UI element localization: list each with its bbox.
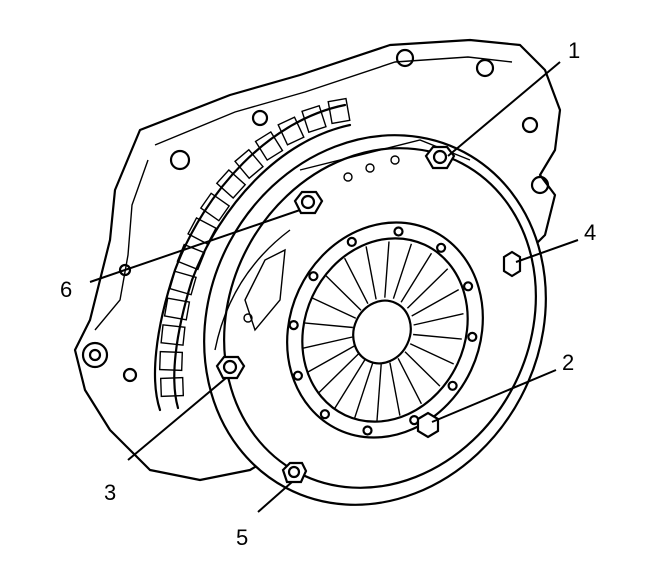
spring-finger (397, 357, 423, 405)
spring-rivet (463, 281, 474, 292)
leader-4 (515, 239, 579, 263)
bolt-1 (424, 145, 456, 170)
spring-rivet (467, 331, 478, 342)
spring-rivet (288, 320, 299, 331)
callout-3: 3 (104, 480, 116, 505)
spring-finger (400, 252, 433, 303)
spring-finger (302, 336, 353, 349)
bolt-6 (293, 190, 324, 215)
bolt-5 (281, 461, 308, 484)
spring-rivet (447, 380, 458, 391)
spring-finger (353, 363, 374, 419)
leader-6 (89, 209, 301, 283)
spring-finger (389, 362, 401, 416)
leader-lines (89, 61, 579, 513)
spring-finger (306, 345, 355, 374)
spring-finger (325, 275, 362, 311)
leader-2 (431, 369, 557, 423)
callout-labels: 1 2 3 4 5 6 (60, 38, 596, 550)
flywheel-ring-gear (153, 97, 352, 412)
spring-rivet (308, 271, 319, 282)
spring-finger (317, 353, 360, 394)
callout-4: 4 (584, 220, 596, 245)
spring-finger (406, 268, 449, 309)
spring-rivet (393, 226, 404, 237)
bolt-4 (502, 250, 522, 278)
spring-finger (411, 288, 460, 317)
spring-rivet (319, 409, 330, 420)
spring-finger (376, 364, 382, 421)
spring-rivet (436, 242, 447, 253)
callout-5: 5 (236, 525, 248, 550)
leader-5 (257, 481, 293, 513)
bolts (215, 145, 522, 484)
spring-finger (365, 246, 377, 300)
spring-finger (312, 297, 357, 319)
bolt-3 (215, 355, 246, 380)
leader-3 (127, 377, 227, 461)
spring-rivet (292, 370, 303, 381)
spring-finger (409, 343, 454, 365)
spring-finger (413, 313, 464, 326)
spring-finger (333, 359, 366, 410)
diaphragm-spring (286, 221, 484, 439)
pressure-plate-cover (203, 134, 547, 506)
bolt-2 (416, 411, 440, 439)
spring-finger (343, 257, 369, 305)
spring-finger (392, 243, 413, 299)
spring-rivet (362, 425, 373, 436)
spring-finger (413, 333, 462, 340)
callout-1: 1 (568, 38, 580, 63)
leader-1 (447, 61, 561, 157)
spring-rivet (346, 236, 357, 247)
spring-finger (384, 241, 390, 298)
spring-finger (304, 322, 353, 329)
spring-finger (404, 351, 441, 387)
callout-6: 6 (60, 277, 72, 302)
callout-2: 2 (562, 350, 574, 375)
